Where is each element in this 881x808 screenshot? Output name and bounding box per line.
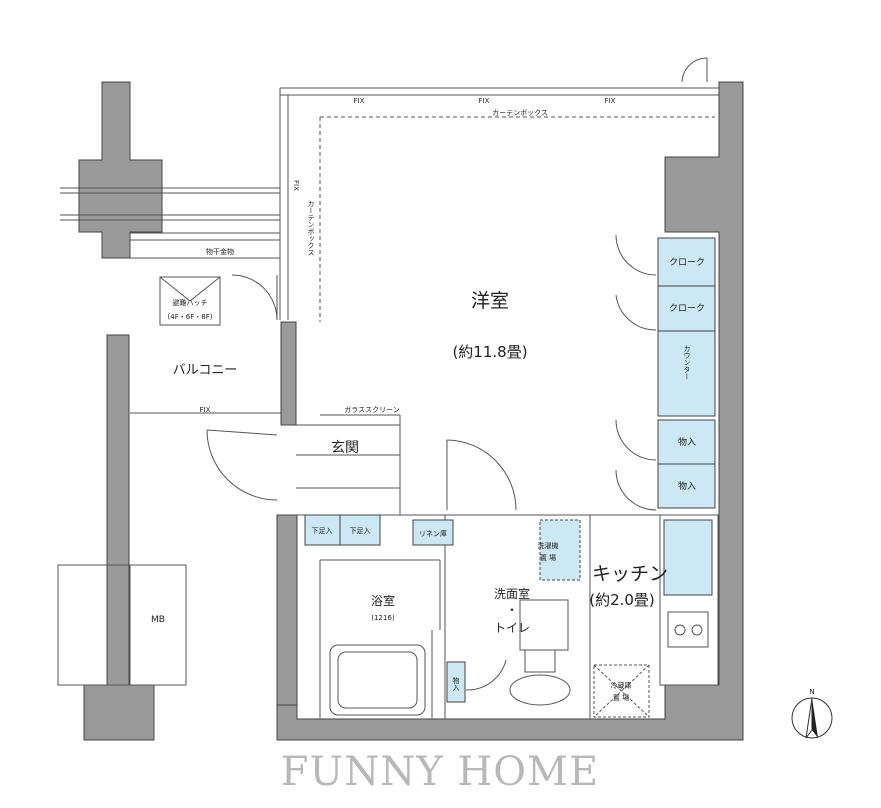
clothes-hanger-label: 物干金物 xyxy=(206,247,234,256)
fix-label-balcony: FIX xyxy=(200,406,211,414)
glass-screen-label: ガラススクリーン xyxy=(344,405,400,414)
western-room-label: 洋室 xyxy=(471,290,509,312)
fix-label-side: FIX xyxy=(292,180,300,191)
fix-label-top-1: FIX xyxy=(354,97,365,105)
fridge-space-label-2: 置 場 xyxy=(613,693,629,702)
fridge-space-label-1: 冷蔵庫 xyxy=(611,681,632,690)
thin-lines xyxy=(57,87,719,719)
mb-label: MB xyxy=(151,615,165,625)
door-swings xyxy=(206,57,708,691)
kitchen-size: (約2.0畳) xyxy=(589,591,655,609)
curtain-box-label-top: カーテンボックス xyxy=(492,109,548,117)
western-room-size: (約11.8畳) xyxy=(452,343,527,361)
compass: N xyxy=(791,688,833,739)
washer-space-label-2: 置 場 xyxy=(540,553,556,562)
cloak-label-2: クローク xyxy=(669,303,705,314)
shoe-storage-label-2: 下足入 xyxy=(350,527,371,535)
balcony-label: バルコニー xyxy=(173,363,238,378)
entrance-label: 玄関 xyxy=(331,439,359,456)
kitchen-label: キッチン xyxy=(592,563,668,585)
curtain-box-label-side: カーテンボックス xyxy=(307,200,315,256)
compass-label: N xyxy=(809,688,814,696)
shoe-storage-label-1: 下足入 xyxy=(312,527,333,535)
washer-space-label-1: 洗濯機 xyxy=(538,541,559,550)
counter-label: カウンター xyxy=(683,345,691,380)
walls xyxy=(78,81,744,741)
bathroom-label: 浴室 xyxy=(371,593,395,608)
storage-label-2: 物入 xyxy=(678,480,696,492)
hatch-floors-label: (4F・6F・8F) xyxy=(168,313,213,321)
hatch-label: 避難ハッチ xyxy=(173,298,208,307)
toilet-label: トイレ xyxy=(494,621,530,635)
watermark: FUNNY HOME xyxy=(281,749,599,795)
cloak-label-1: クローク xyxy=(669,257,705,268)
bathroom-size: (1216) xyxy=(371,614,395,622)
storage-label-1: 物入 xyxy=(678,436,696,448)
washroom-dot: ・ xyxy=(506,603,518,617)
fix-label-top-2: FIX xyxy=(479,97,490,105)
washroom-label: 洗面室 xyxy=(494,586,530,601)
storage-label-3: 物入 xyxy=(452,676,460,691)
fix-label-top-3: FIX xyxy=(605,97,616,105)
storage-boxes xyxy=(304,237,716,703)
linen-storage-label: リネン庫 xyxy=(419,529,447,538)
